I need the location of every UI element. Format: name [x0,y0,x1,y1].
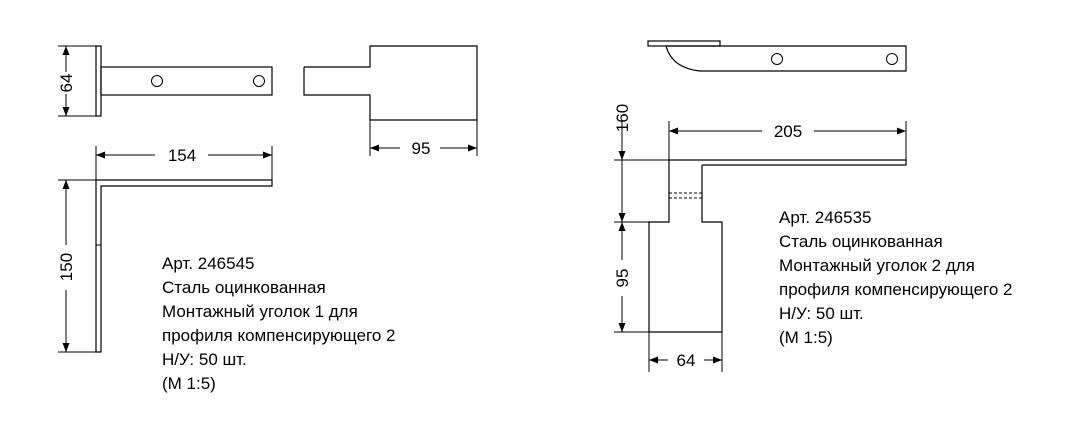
part1-material: Сталь оцинкованная [162,278,326,297]
hole-icon [253,75,265,87]
part1-description-cont: профиля компенсирующего 2 [162,326,396,345]
part2-dim-width: 64 [648,332,723,372]
dim-label: 205 [774,122,802,141]
part1-dim-width: 64 [57,45,96,117]
hole-icon [151,75,163,87]
part2-dim-height: 95 [613,160,649,333]
part2-dim-length: 205 [668,121,907,160]
hole-icon [886,53,898,65]
part2-pack-unit: Н/У: 50 шт. [779,304,864,323]
part1-pack-unit: Н/У: 50 шт. [162,350,247,369]
part2-drawing: 205 160 95 [613,40,907,372]
part1-notes: Арт. 246545 Сталь оцинкованная Монтажный… [162,252,395,396]
part2-material: Сталь оцинкованная [779,232,943,251]
part2-front-view [648,159,907,333]
part2-dim-top: 160 [613,104,669,161]
part1-dim-height: 150 [57,179,96,353]
part1-article: Арт. 246545 [162,254,255,273]
part2-description-cont: профиля компенсирующего 2 [779,280,1013,299]
part2-notes: Арт. 246535 Сталь оцинкованная Монтажный… [779,206,1012,350]
dim-label: 64 [677,351,696,370]
dim-label: 64 [57,74,76,93]
dim-label: 95 [412,139,431,158]
part1-top-view [95,45,273,117]
part2-description: Монтажный уголок 2 для [779,256,975,275]
hole-icon [771,53,783,65]
dim-label: 160 [613,104,632,132]
part1-drawing: 64 95 154 [57,45,478,353]
dim-label: 154 [168,146,196,165]
part1-dim-tab: 95 [369,120,478,158]
part2-article: Арт. 246535 [779,208,872,227]
part2-scale: (М 1:5) [779,328,833,347]
part1-tab-view [303,45,478,121]
part2-top-view [647,40,907,72]
part1-scale: (М 1:5) [162,374,216,393]
part1-description: Монтажный уголок 1 для [162,302,358,321]
dim-label: 95 [613,269,632,288]
part1-dim-length: 154 [95,146,273,180]
dim-label: 150 [57,253,76,281]
